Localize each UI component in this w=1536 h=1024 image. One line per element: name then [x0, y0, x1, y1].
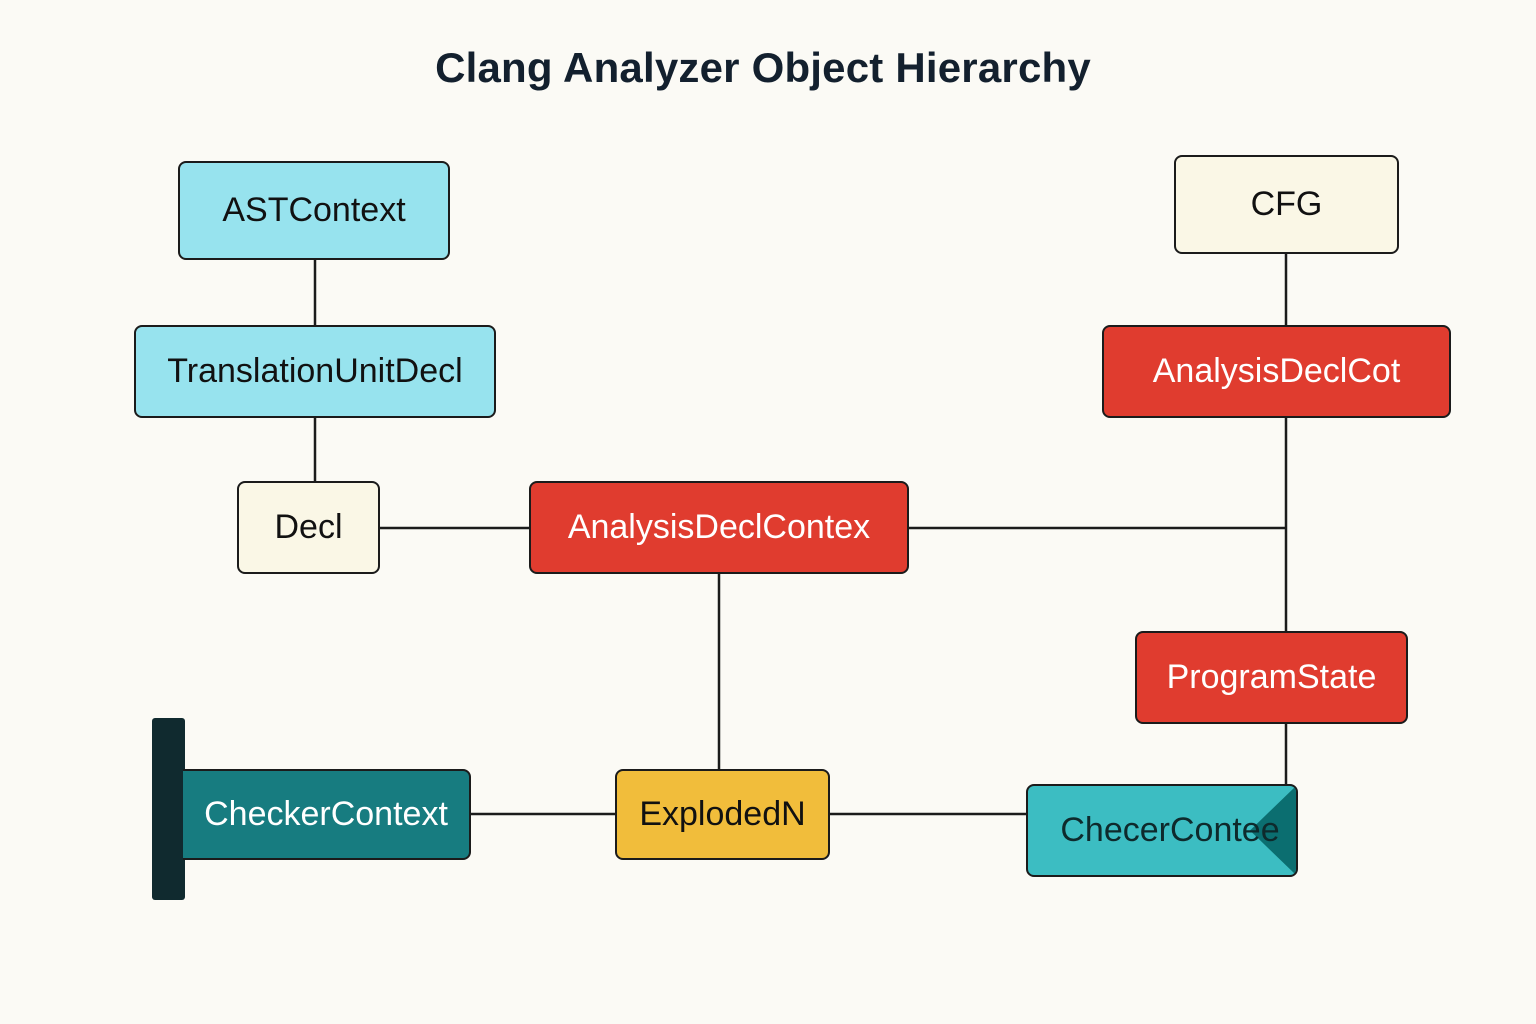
node-checkercontext[interactable]: CheckerContext	[183, 769, 471, 860]
node-explodedn[interactable]: ExplodedN	[615, 769, 830, 860]
node-programstate[interactable]: ProgramState	[1135, 631, 1408, 724]
node-analysisdeclcot[interactable]: AnalysisDeclCot	[1102, 325, 1451, 418]
node-label: TranslationUnitDecl	[167, 352, 463, 390]
node-decl[interactable]: Decl	[237, 481, 380, 574]
node-label: ProgramState	[1166, 658, 1377, 696]
diagram-title: Clang Analyzer Object Hierarchy	[435, 44, 1091, 91]
node-label: CheckerContext	[204, 795, 448, 833]
node-label: ChecerContee	[1060, 811, 1280, 849]
node-label: ExplodedN	[639, 795, 806, 833]
node-analysisdeclcontex[interactable]: AnalysisDeclContex	[529, 481, 909, 574]
node-label: AnalysisDeclContex	[567, 508, 871, 546]
node-label: CFG	[1250, 185, 1323, 223]
node-cfg[interactable]: CFG	[1174, 155, 1399, 254]
node-label: ASTContext	[222, 191, 406, 229]
node-label: AnalysisDeclCot	[1152, 352, 1401, 390]
node-translationunitdecl[interactable]: TranslationUnitDecl	[134, 325, 496, 418]
node-label: Decl	[274, 508, 343, 546]
node-checercontee[interactable]: ChecerContee	[1026, 784, 1298, 877]
checkercontext-side-bar	[152, 718, 185, 900]
node-astcontext[interactable]: ASTContext	[178, 161, 450, 260]
